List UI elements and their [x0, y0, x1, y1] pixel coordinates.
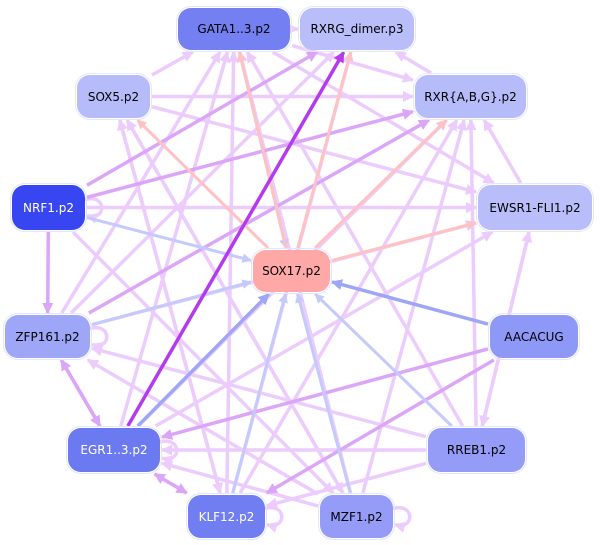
edge-rxrabg-to-rxrg: [394, 50, 432, 75]
edge-klf12-to-rxrabg: [238, 119, 459, 494]
edge-klf12-to-sox5: [117, 118, 222, 494]
edge-gata-to-ewsr1: [271, 50, 495, 185]
node-label: EGR1..3.p2: [80, 443, 148, 457]
edge-rreb1-to-rxrabg: [465, 118, 478, 427]
node-sox5[interactable]: SOX5.p2: [75, 73, 152, 120]
node-label: KLF12.p2: [198, 509, 255, 524]
edge-sox17-to-rxrg: [296, 51, 354, 249]
edge-nrf1-to-rxrg: [86, 50, 319, 187]
edge-rreb1-to-sox17: [314, 292, 453, 428]
edge-egr-to-rxrg: [126, 51, 346, 427]
node-label: RXR{A,B,G}.p2: [424, 89, 517, 104]
edge-mzf1-to-mzf1: [392, 505, 412, 533]
node-rxrg[interactable]: RXRG_dimer.p3: [298, 6, 416, 52]
edge-egr-to-sox17: [136, 292, 270, 428]
edge-zfp161-to-zfp161: [89, 325, 109, 353]
edge-mzf1-to-sox5: [125, 119, 345, 494]
node-label: EWSR1-FLI1.p2: [489, 200, 581, 215]
node-label: SOX17.p2: [262, 264, 321, 278]
node-label: RREB1.p2: [446, 443, 507, 457]
edge-egr-to-zfp161: [59, 359, 102, 427]
edge-sox17-to-ewsr1: [331, 220, 477, 262]
edge-klf12-to-sox17: [231, 293, 288, 494]
node-label: GATA1..3.p2: [197, 22, 271, 36]
node-label: AACACUG: [504, 329, 564, 344]
edge-mzf1-to-rxrabg: [361, 118, 467, 494]
edge-sox17-to-sox5: [136, 118, 270, 250]
node-label: MZF1.p2: [330, 509, 383, 524]
edge-ewsr1-to-rxrabg: [482, 119, 523, 184]
edge-mzf1-to-egr: [160, 460, 319, 508]
node-zfp161[interactable]: ZFP161.p2: [3, 313, 92, 360]
node-label: NRF1.p2: [23, 200, 74, 215]
edge-nrf1-to-zfp161: [42, 231, 54, 315]
edge-nrf1-to-sox17: [86, 216, 252, 263]
edge-aacacug-to-sox17: [330, 279, 489, 326]
edge-sox5-to-gata: [151, 50, 194, 77]
node-gata[interactable]: GATA1..3.p2: [176, 6, 292, 52]
node-sox17[interactable]: SOX17.p2: [251, 248, 332, 294]
edge-nrf1-to-nrf1: [84, 196, 104, 224]
node-rxrabg[interactable]: RXR{A,B,G}.p2: [413, 73, 528, 120]
edge-sox17-to-gata: [236, 51, 288, 249]
edge-aacacug-to-klf12: [265, 358, 495, 495]
node-ewsr1[interactable]: EWSR1-FLI1.p2: [476, 183, 594, 232]
edge-gata-to-rxrabg: [291, 43, 415, 83]
edge-sox17-to-rxrabg: [314, 118, 448, 250]
edge-nrf1-to-rxrabg: [86, 108, 415, 200]
edge-mzf1-to-sox17: [295, 293, 352, 494]
node-egr[interactable]: EGR1..3.p2: [66, 426, 162, 474]
node-label: ZFP161.p2: [15, 329, 80, 344]
node-klf12[interactable]: KLF12.p2: [186, 493, 267, 540]
node-label: SOX5.p2: [87, 89, 140, 104]
node-aacacug[interactable]: AACACUG: [488, 313, 580, 360]
edge-zfp161-to-rxrabg: [88, 118, 431, 315]
node-nrf1[interactable]: NRF1.p2: [10, 183, 87, 232]
node-mzf1[interactable]: MZF1.p2: [318, 493, 395, 540]
node-label: RXRG_dimer.p3: [310, 22, 404, 36]
edge-zfp161-to-sox17: [91, 279, 252, 327]
edge-klf12-to-gata: [225, 50, 240, 494]
node-rreb1[interactable]: RREB1.p2: [426, 426, 527, 474]
edge-klf12-to-klf12: [264, 505, 284, 533]
edge-egr-to-ewsr1: [154, 230, 494, 428]
edge-klf12-to-egr: [153, 472, 188, 495]
